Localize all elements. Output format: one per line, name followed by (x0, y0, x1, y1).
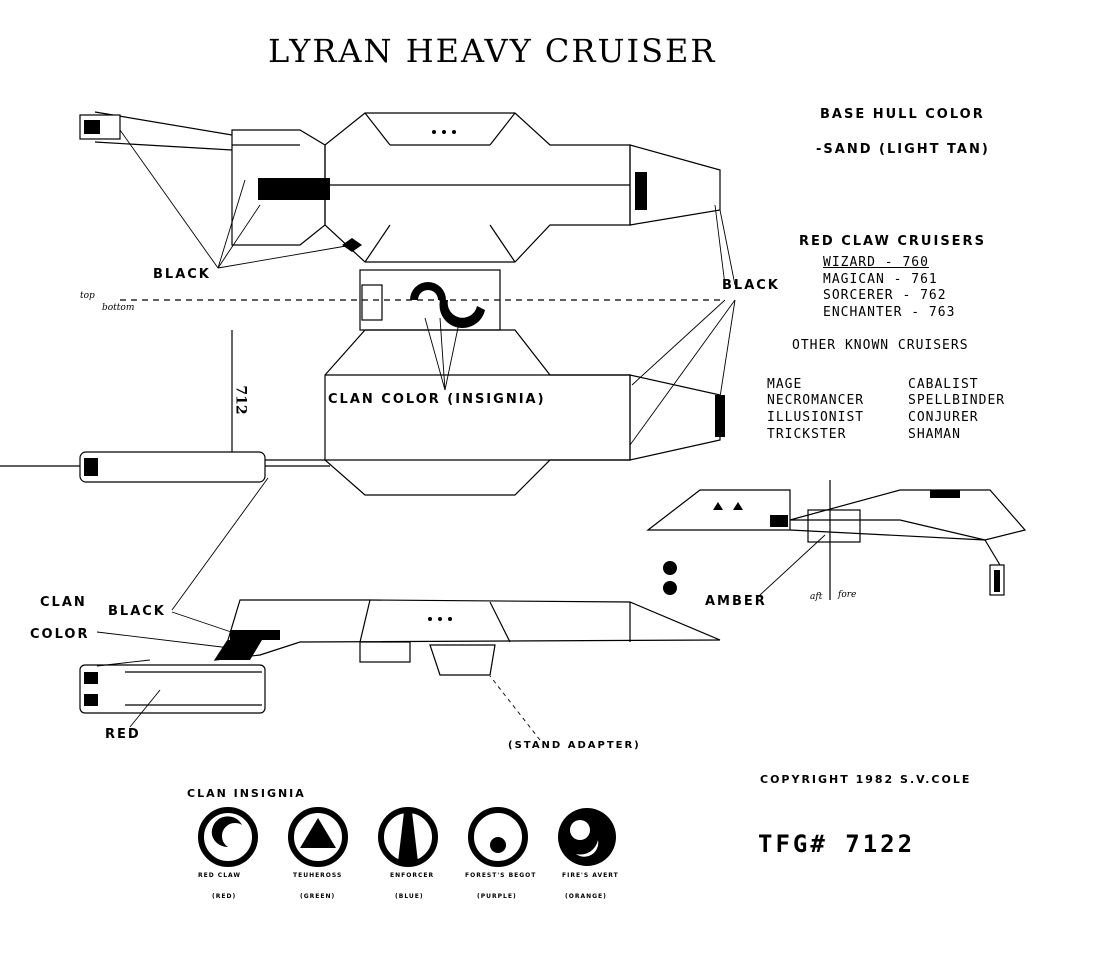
insignia-color: (PURPLE) (477, 893, 517, 900)
stand-adapter-callout: (STAND ADAPTER) (508, 740, 641, 751)
black-callout: BLACK (108, 604, 166, 619)
red-claw-ship: SORCERER - 762 (823, 288, 947, 303)
red-claw-ship: MAGICAN - 761 (823, 272, 938, 287)
insignia-red-claw (198, 807, 258, 867)
insignia-color: (RED) (212, 893, 237, 900)
other-cruisers-heading: OTHER KNOWN CRUISERS (792, 338, 969, 353)
red-claw-heading: RED CLAW CRUISERS (799, 234, 986, 249)
catalog-number: TFG# 7122 (758, 830, 916, 858)
top-view-main-hull (324, 112, 721, 263)
sheet-title: LYRAN HEAVY CRUISER (268, 32, 717, 70)
copyright: COPYRIGHT 1982 S.V.COLE (760, 773, 972, 786)
bottom-label: bottom (102, 303, 135, 313)
other-cruiser: CABALIST (908, 377, 979, 392)
top-view-forward-hull (231, 129, 326, 246)
insignia-color: (BLUE) (395, 893, 424, 900)
insignia-green (288, 807, 348, 867)
insignia-purple (468, 807, 528, 867)
other-cruiser: TRICKSTER (767, 427, 847, 442)
end-view-hull (646, 480, 1027, 600)
other-cruiser: SPELLBINDER (908, 393, 1006, 408)
insignia-name: TEUHEROSS (293, 872, 343, 879)
red-callout: RED (105, 727, 141, 742)
other-cruiser: NECROMANCER (767, 393, 865, 408)
other-cruiser: MAGE (767, 377, 803, 392)
insignia-name: FOREST'S BEGOT (465, 872, 537, 879)
side-view-hull (79, 599, 721, 714)
insignia-heading: CLAN INSIGNIA (187, 787, 306, 800)
color-callout: COLOR (30, 627, 90, 642)
clan-color-insignia-callout: CLAN COLOR (INSIGNIA) (328, 392, 546, 407)
insignia-blue (378, 807, 438, 867)
insignia-color: (GREEN) (300, 893, 336, 900)
other-cruiser: CONJURER (908, 410, 979, 425)
insignia-orange (558, 808, 616, 866)
fore-label: fore (838, 590, 857, 600)
black-markings (84, 120, 1000, 706)
bottom-view-boom (0, 330, 330, 483)
bottom-view-main-hull (324, 329, 721, 496)
red-claw-ship: ENCHANTER - 763 (823, 305, 956, 320)
aft-label: aft (810, 592, 823, 602)
top-label: top (80, 291, 95, 301)
insignia-name: FIRE'S AVERT (562, 872, 619, 879)
red-claw-ship: WIZARD - 760 (823, 255, 929, 270)
other-cruiser: SHAMAN (908, 427, 961, 442)
base-hull-label: BASE HULL COLOR (820, 107, 985, 122)
hull-number: 712 (232, 385, 249, 415)
insignia-name: RED CLAW (198, 872, 242, 879)
top-view-boom (79, 111, 233, 151)
black-callout: BLACK (153, 267, 211, 282)
other-cruiser: ILLUSIONIST (767, 410, 865, 425)
amber-callout: AMBER (705, 594, 767, 609)
leader-lines (96, 129, 826, 741)
insignia-color: (ORANGE) (565, 893, 607, 900)
black-callout: BLACK (722, 278, 780, 293)
base-hull-color: -SAND (LIGHT TAN) (816, 142, 990, 157)
insignia-name: ENFORCER (390, 872, 435, 879)
clan-callout: CLAN (40, 595, 87, 610)
